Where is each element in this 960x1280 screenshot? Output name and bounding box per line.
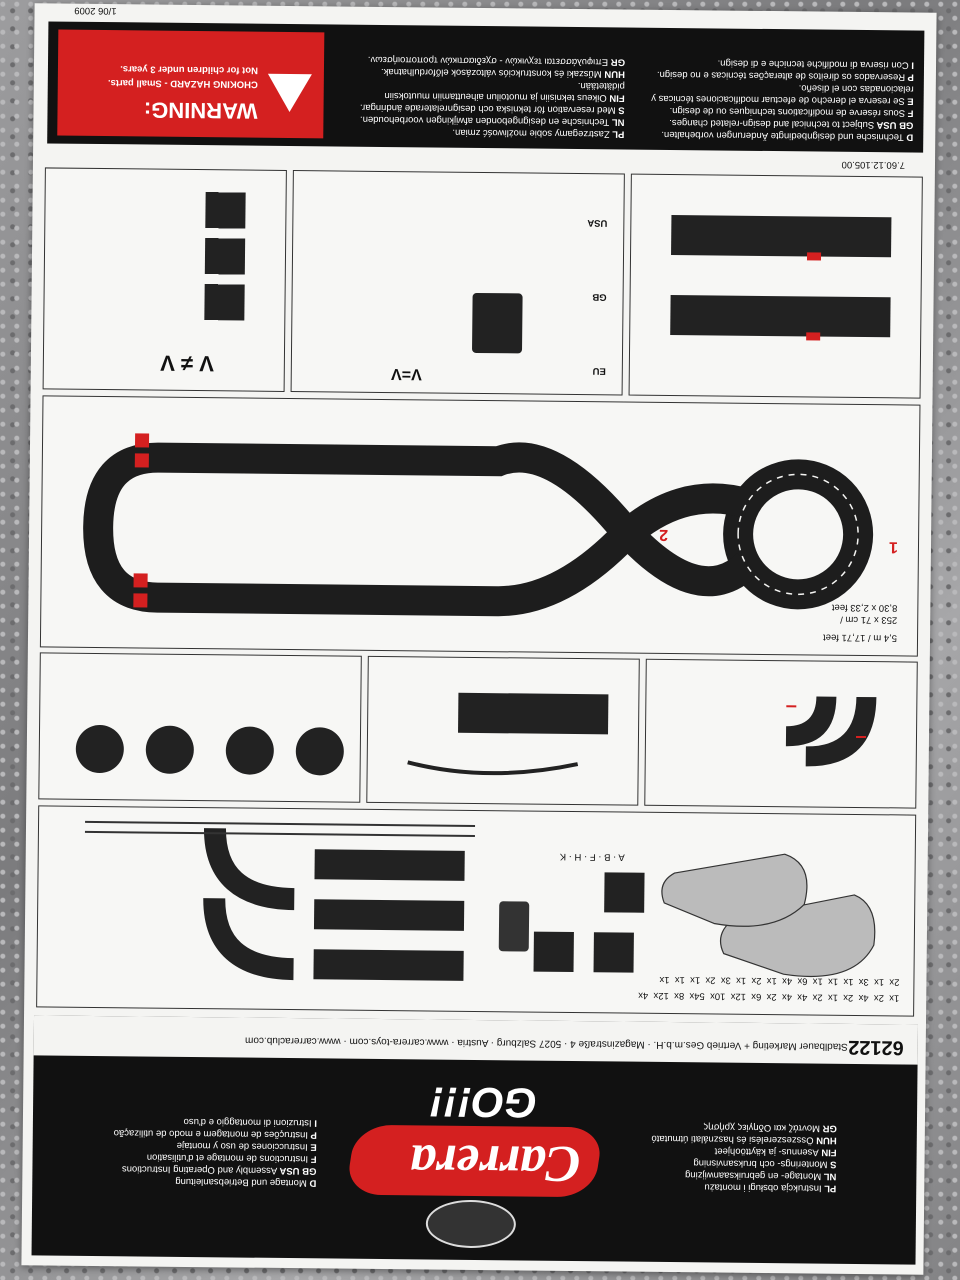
layout-dimension-1: 5,4 m / 17,71 feet [823,631,898,644]
warning-text-2: Not for children under 3 years. [120,63,259,76]
straight-track-pieces [313,849,465,981]
curve-track-pieces [203,827,295,981]
step-number-1: 1 [888,538,899,556]
plug-icon [471,292,523,354]
warning-text: CHOKING HAZARD - Small parts. [107,77,258,90]
warning-box: D Technische und designbedingte Änderung… [47,21,925,153]
piece-labels: A · B · F · H · K [559,850,625,863]
logo-brand: Carrera [409,1133,581,1193]
power-supply-panel: EU GB USA V=V [290,170,625,396]
guardrail-pieces [84,820,476,837]
cars-badge-icon [425,1199,517,1249]
carrera-logo: Carrera GO!!! [345,1069,604,1249]
instruction-sheet: Carrera GO!!! D Montage und Betriebsanle… [21,3,937,1275]
voltage-not-equal-label: V ≠ V [160,350,214,377]
parts-illustrations [84,820,876,981]
languages-right: PL Instrukcja obsługi i montażu NL Monta… [651,1121,837,1194]
power-region-eu: EU [592,365,606,377]
warning-plug-icons [204,190,246,321]
upside-down-content: Carrera GO!!! D Montage und Betriebsanle… [21,3,936,1274]
header-panel: Carrera GO!!! D Montage und Betriebsanle… [31,1015,918,1265]
crossing-track-pieces [533,872,645,973]
lane-change-panel [628,173,923,399]
assembly-step-3 [38,652,362,803]
power-region-usa: USA [587,217,608,229]
layout-dimension-3: 8,30 x 2,33 feet [831,601,898,614]
choking-hazard-box: WARNING: CHOKING HAZARD - Small parts. N… [57,29,325,139]
layout-dimension-2: 253 x 71 cm / [840,613,898,626]
assembly-step-1 [644,658,918,809]
parts-list-panel: 1x 2x 4x 2x 1x 2x 4x 4x 2x 6x 12x 10x 54… [36,805,917,1017]
document-number: 7.60.12.105.00 [841,158,906,171]
product-number: 62122 [848,1035,904,1059]
logo-sub: GO!!! [429,1078,538,1127]
voltage-equal-label: V=V [390,365,422,383]
notices-list: D Technische und designbedingte Änderung… [359,53,915,143]
print-date: 1/06 2009 [74,4,117,17]
step-number-2: 2 [659,525,669,543]
track-layout-panel: 5,4 m / 17,71 feet 253 x 71 cm / 8,30 x … [39,395,921,657]
warning-triangle-icon [267,73,312,113]
languages-left: D Montage und Betriebsanleitung GB USA A… [113,1115,317,1189]
warning-title: WARNING: [143,97,258,124]
lane-markers [133,433,150,608]
race-car-illustrations [661,853,876,978]
assembly-step-2 [366,655,640,806]
power-warning-panel: V ≠ V [42,167,287,392]
power-region-gb: GB [592,291,607,303]
track-layout-diagram [83,433,874,617]
controller-and-power-icons [498,901,530,952]
